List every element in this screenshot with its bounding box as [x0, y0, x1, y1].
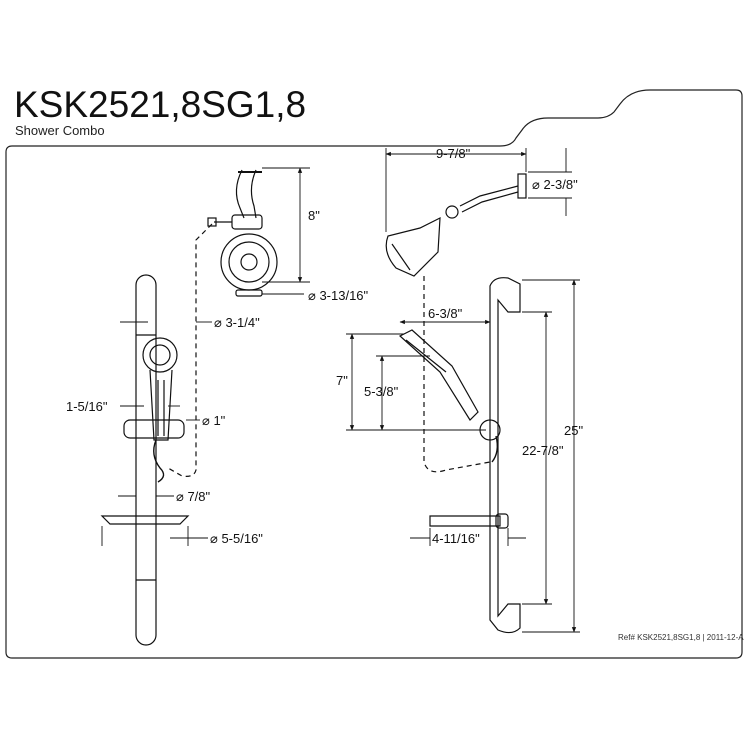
model-title: KSK2521,8SG1,8	[14, 84, 307, 125]
side-hand-shower	[398, 329, 479, 421]
dim-bar-inner-length: 22-7/8"	[522, 443, 564, 458]
side-soap-dish	[429, 515, 501, 527]
dim-dish-diameter: ⌀ 5-5/16"	[210, 531, 263, 546]
dim-bar-diameter: ⌀ 7/8"	[176, 489, 211, 504]
shower-arm	[235, 169, 245, 219]
dim-head-drop: 8"	[308, 208, 320, 223]
dim-arm-reach: 9-7/8"	[436, 146, 471, 161]
side-arm	[459, 185, 519, 207]
hose	[167, 223, 213, 477]
slider-bracket	[123, 419, 185, 439]
wall-flange	[517, 173, 527, 199]
dim-hose-diameter: ⌀ 1"	[202, 413, 226, 428]
dim-flange-diameter: ⌀ 2-3/8"	[532, 177, 578, 192]
product-subtitle: Shower Combo	[15, 123, 105, 138]
soap-dish	[100, 515, 190, 525]
dim-head-diameter: ⌀ 3-13/16"	[308, 288, 369, 303]
dim-handshower-reach: 6-3/8"	[428, 306, 463, 321]
dim-handshower-mid: 5-3/8"	[364, 384, 399, 399]
side-head	[385, 216, 441, 277]
front-view	[100, 169, 278, 646]
dim-handle-offset: 1-5/16"	[66, 399, 108, 414]
sheet-frame	[5, 89, 743, 659]
slide-bar	[135, 274, 157, 646]
dim-bar-total-length: 25"	[564, 423, 583, 438]
side-hose	[423, 276, 491, 473]
reference-note: Ref# KSK2521,8SG1,8 | 2011-12-A	[618, 633, 744, 642]
dim-handshower-diameter: ⌀ 3-1/4"	[214, 315, 260, 330]
side-view	[385, 173, 527, 634]
hand-shower-face	[142, 337, 178, 373]
dim-dish-projection: 4-11/16"	[432, 531, 480, 546]
side-slide-bar	[489, 277, 521, 634]
dim-handshower-height: 7"	[336, 373, 348, 388]
